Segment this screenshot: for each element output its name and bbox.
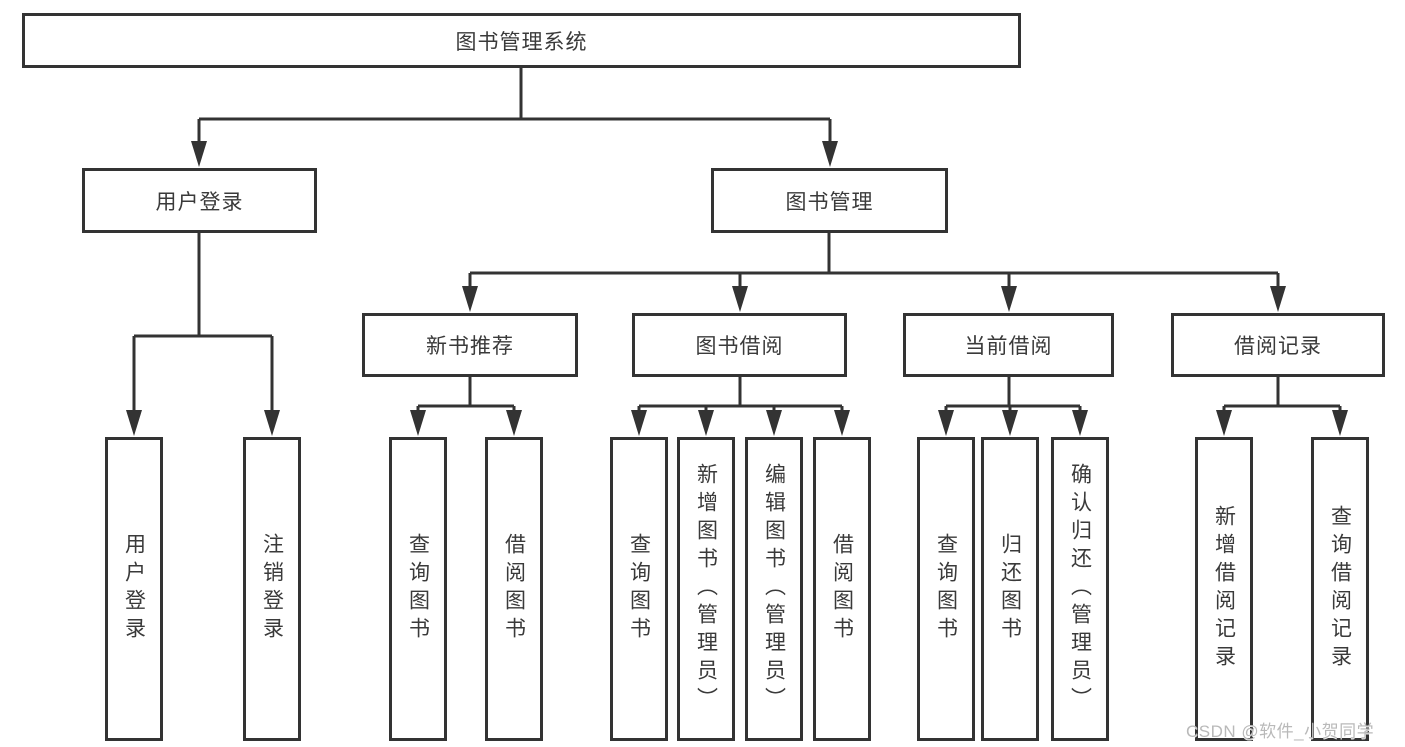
- node-borrow-books-leaf: 借阅图书: [813, 437, 871, 741]
- node-logout: 注销登录: [243, 437, 301, 741]
- node-borrow-books-leaf-label: 借阅图书: [830, 533, 854, 645]
- node-current-borrow: 当前借阅: [903, 313, 1114, 377]
- node-query-books-borrow-label: 查询图书: [627, 533, 651, 645]
- node-edit-book-admin: 编辑图书（管理员）: [745, 437, 803, 741]
- node-new-book-recommend: 新书推荐: [362, 313, 578, 377]
- node-query-books-borrow: 查询图书: [610, 437, 668, 741]
- node-current-borrow-label: 当前借阅: [964, 335, 1053, 358]
- node-query-books-current: 查询图书: [917, 437, 975, 741]
- node-logout-label: 注销登录: [260, 533, 284, 645]
- node-borrow-records-label: 借阅记录: [1234, 335, 1322, 358]
- node-book-management-label: 图书管理: [785, 190, 874, 214]
- node-user-login-leaf-label: 用户登录: [122, 533, 146, 645]
- node-confirm-return-admin-label: 确认归还（管理员）: [1068, 463, 1092, 715]
- node-user-login: 用户登录: [82, 168, 317, 233]
- node-add-book-admin-label: 新增图书（管理员）: [694, 463, 718, 715]
- node-borrow-records: 借阅记录: [1171, 313, 1385, 377]
- node-query-borrow-record-label: 查询借阅记录: [1328, 505, 1352, 673]
- node-book-borrow: 图书借阅: [632, 313, 847, 377]
- node-library-system-label: 图书管理系统: [455, 30, 588, 54]
- node-query-books-recommend: 查询图书: [389, 437, 447, 741]
- node-book-borrow-label: 图书借阅: [695, 335, 784, 358]
- node-return-book-label: 归还图书: [998, 533, 1022, 645]
- node-query-borrow-record: 查询借阅记录: [1311, 437, 1369, 741]
- node-borrow-books-recommend: 借阅图书: [485, 437, 543, 741]
- node-add-borrow-record-label: 新增借阅记录: [1212, 505, 1236, 673]
- node-library-system: 图书管理系统: [22, 13, 1021, 68]
- node-borrow-books-recommend-label: 借阅图书: [502, 533, 526, 645]
- node-edit-book-admin-label: 编辑图书（管理员）: [762, 463, 786, 715]
- node-add-borrow-record: 新增借阅记录: [1195, 437, 1253, 741]
- node-new-book-recommend-label: 新书推荐: [426, 335, 514, 358]
- node-query-books-current-label: 查询图书: [934, 533, 958, 645]
- node-user-login-leaf: 用户登录: [105, 437, 163, 741]
- node-add-book-admin: 新增图书（管理员）: [677, 437, 735, 741]
- node-user-login-label: 用户登录: [155, 190, 244, 214]
- node-query-books-recommend-label: 查询图书: [406, 533, 430, 645]
- node-return-book: 归还图书: [981, 437, 1039, 741]
- node-book-management: 图书管理: [711, 168, 948, 233]
- node-confirm-return-admin: 确认归还（管理员）: [1051, 437, 1109, 741]
